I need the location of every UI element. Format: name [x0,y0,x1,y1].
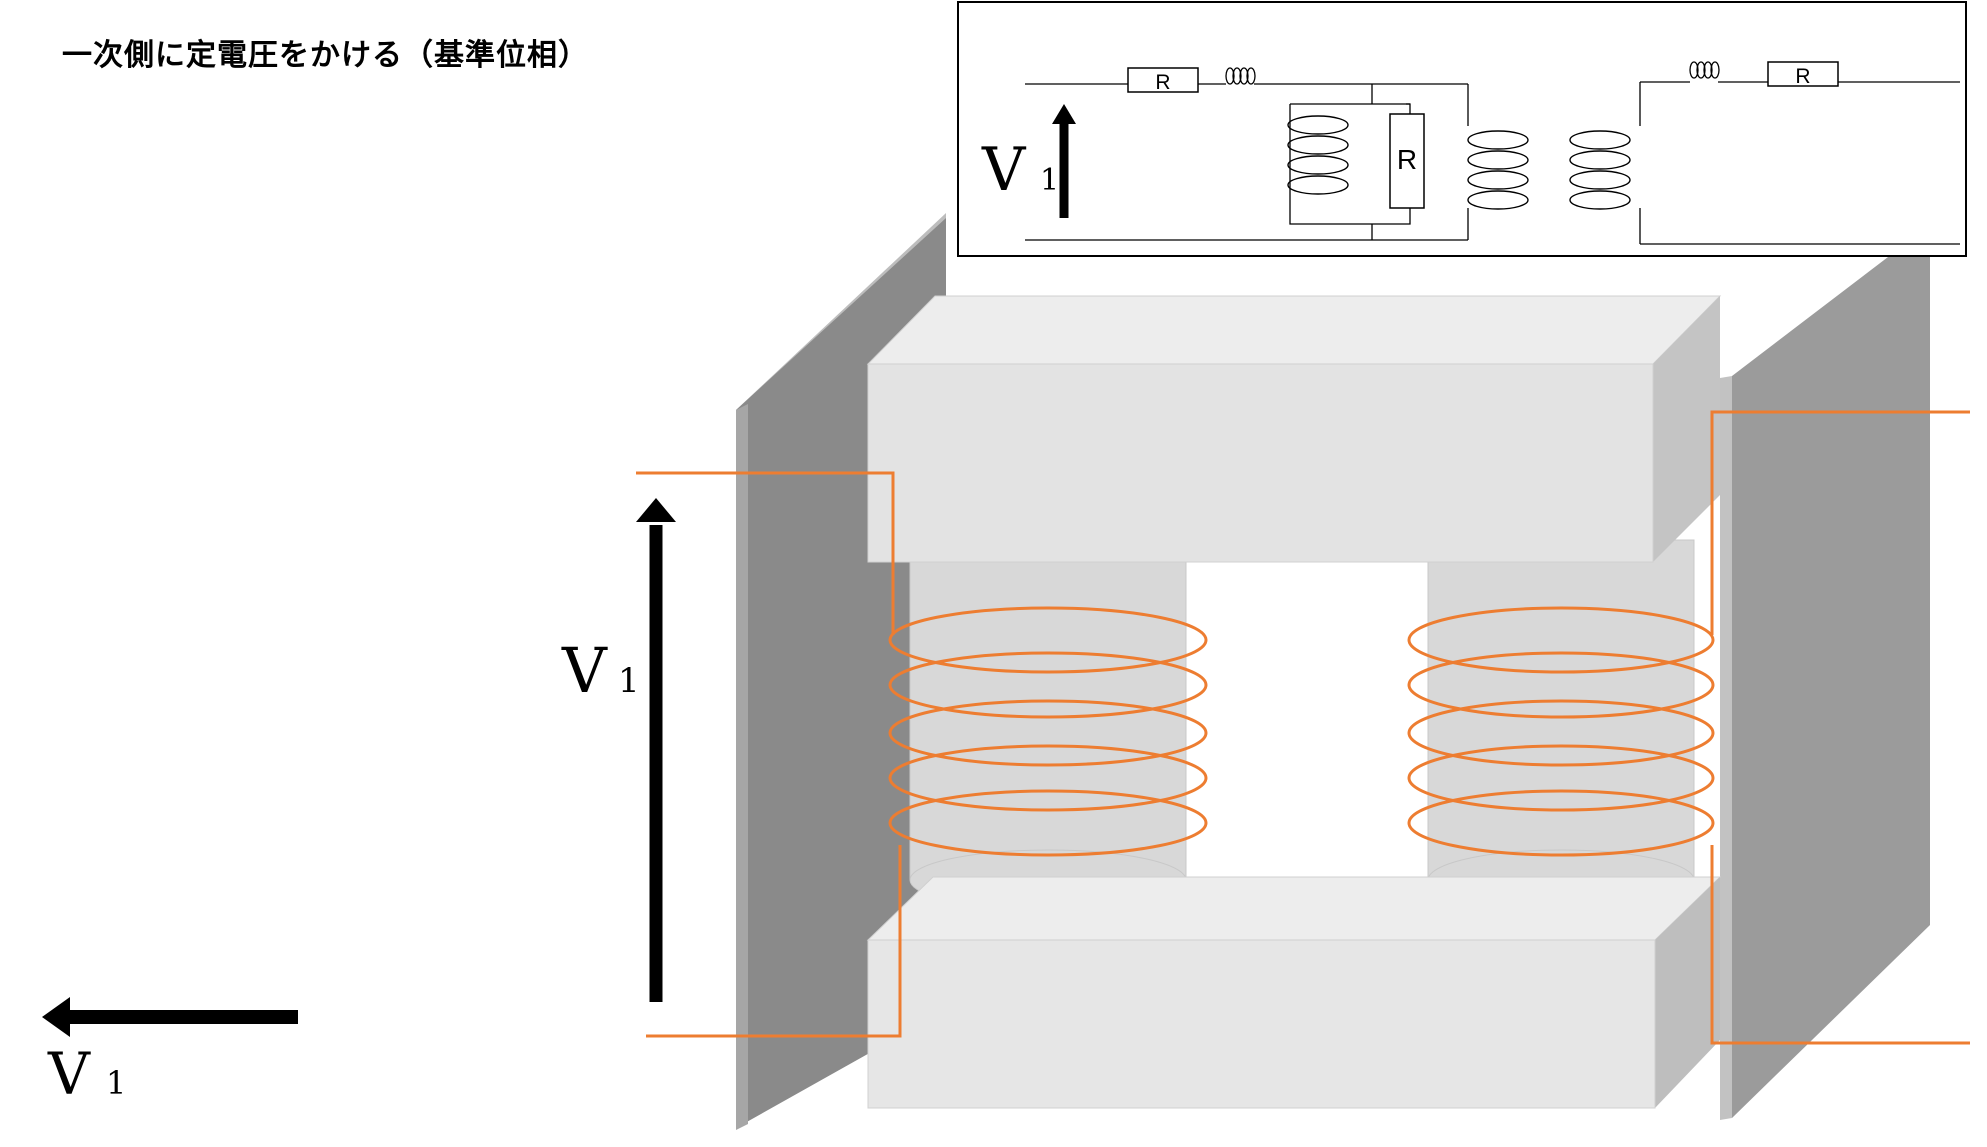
circuit-v1-subscript: 1 [1040,163,1059,198]
inductor-primary-series [1225,67,1256,85]
resistor-secondary-series: R [1767,61,1839,88]
magnetizing-inductor-turn [1287,175,1349,195]
resistor-core-loss: R [1389,113,1425,209]
v1-main-subscript: 1 [618,661,640,701]
primary-top-lead [636,471,895,635]
resistor-secondary-label: R [1795,65,1810,88]
diagram-title: 一次側に定電圧をかける（基準位相） [62,38,589,73]
left-plate-side [736,404,748,1130]
transformer-secondary-turn [1569,130,1631,150]
secondary-coil-turn [1407,789,1715,857]
circuit-wires [1025,81,1960,245]
transformer-primary-turn [1467,190,1529,210]
transformer-primary-turn [1467,150,1529,170]
primary-coil-turn [888,606,1208,674]
resistor-primary-series: R [1127,67,1199,94]
bottom-yoke [866,876,1722,1109]
primary-coil-turn [888,651,1208,719]
right-plate [1720,225,1930,1120]
transformer-secondary-turn [1569,150,1631,170]
primary-winding [636,471,1208,1038]
primary-coil-turns [888,606,1208,857]
top-yoke-top [866,295,1722,365]
magnetizing-inductor-turn [1287,155,1349,175]
secondary-top-lead [1710,410,1970,635]
top-yoke-face [867,363,1654,563]
right-plate-side [1720,376,1732,1120]
bottom-yoke-face [867,939,1656,1109]
bottom-yoke-top [866,876,1722,941]
secondary-coil-turn [1407,651,1715,719]
primary-bottom-lead [646,845,902,1038]
transformer-primary-turn [1467,130,1529,150]
transformer-primary-turn [1467,170,1529,190]
secondary-coil-turn [1407,744,1715,812]
v1-phasor-label: V [47,1040,91,1108]
circuit-v1-label: V [981,135,1027,205]
v1-voltage-arrow: V 1 [561,498,676,1002]
primary-coil-turn [888,789,1208,857]
resistor-core-label: R [1397,144,1417,175]
transformer-secondary-turn [1569,170,1631,190]
v1-main-label: V [561,634,608,707]
top-yoke [866,295,1722,563]
magnetizing-inductor-turn [1287,135,1349,155]
bottom-yoke-side [1655,877,1720,1108]
v1-phasor-subscript: 1 [106,1064,126,1102]
secondary-coil-turn [1407,606,1715,674]
inductor-secondary-series [1689,61,1720,79]
magnetizing-inductor-turn [1287,115,1349,135]
v1-phasor: V 1 [42,997,298,1108]
secondary-coil-turn [1407,699,1715,767]
right-plate-front [1732,225,1930,1118]
primary-coil-turn [888,699,1208,767]
primary-coil-turn [888,744,1208,812]
secondary-bottom-lead [1710,845,1970,1045]
secondary-winding [1407,410,1970,1045]
transformer-secondary-coil [1569,130,1631,210]
circuit-v1-arrow: V 1 [981,104,1076,218]
transformer-primary-coil [1467,130,1529,210]
top-yoke-side [1653,296,1720,562]
transformer-secondary-turn [1569,190,1631,210]
secondary-coil-turns [1407,606,1715,857]
circuit-frame [957,1,1967,257]
resistor-primary-label: R [1155,71,1170,94]
magnetizing-inductor [1287,115,1349,195]
equivalent-circuit: R R R V 1 [957,1,1967,257]
